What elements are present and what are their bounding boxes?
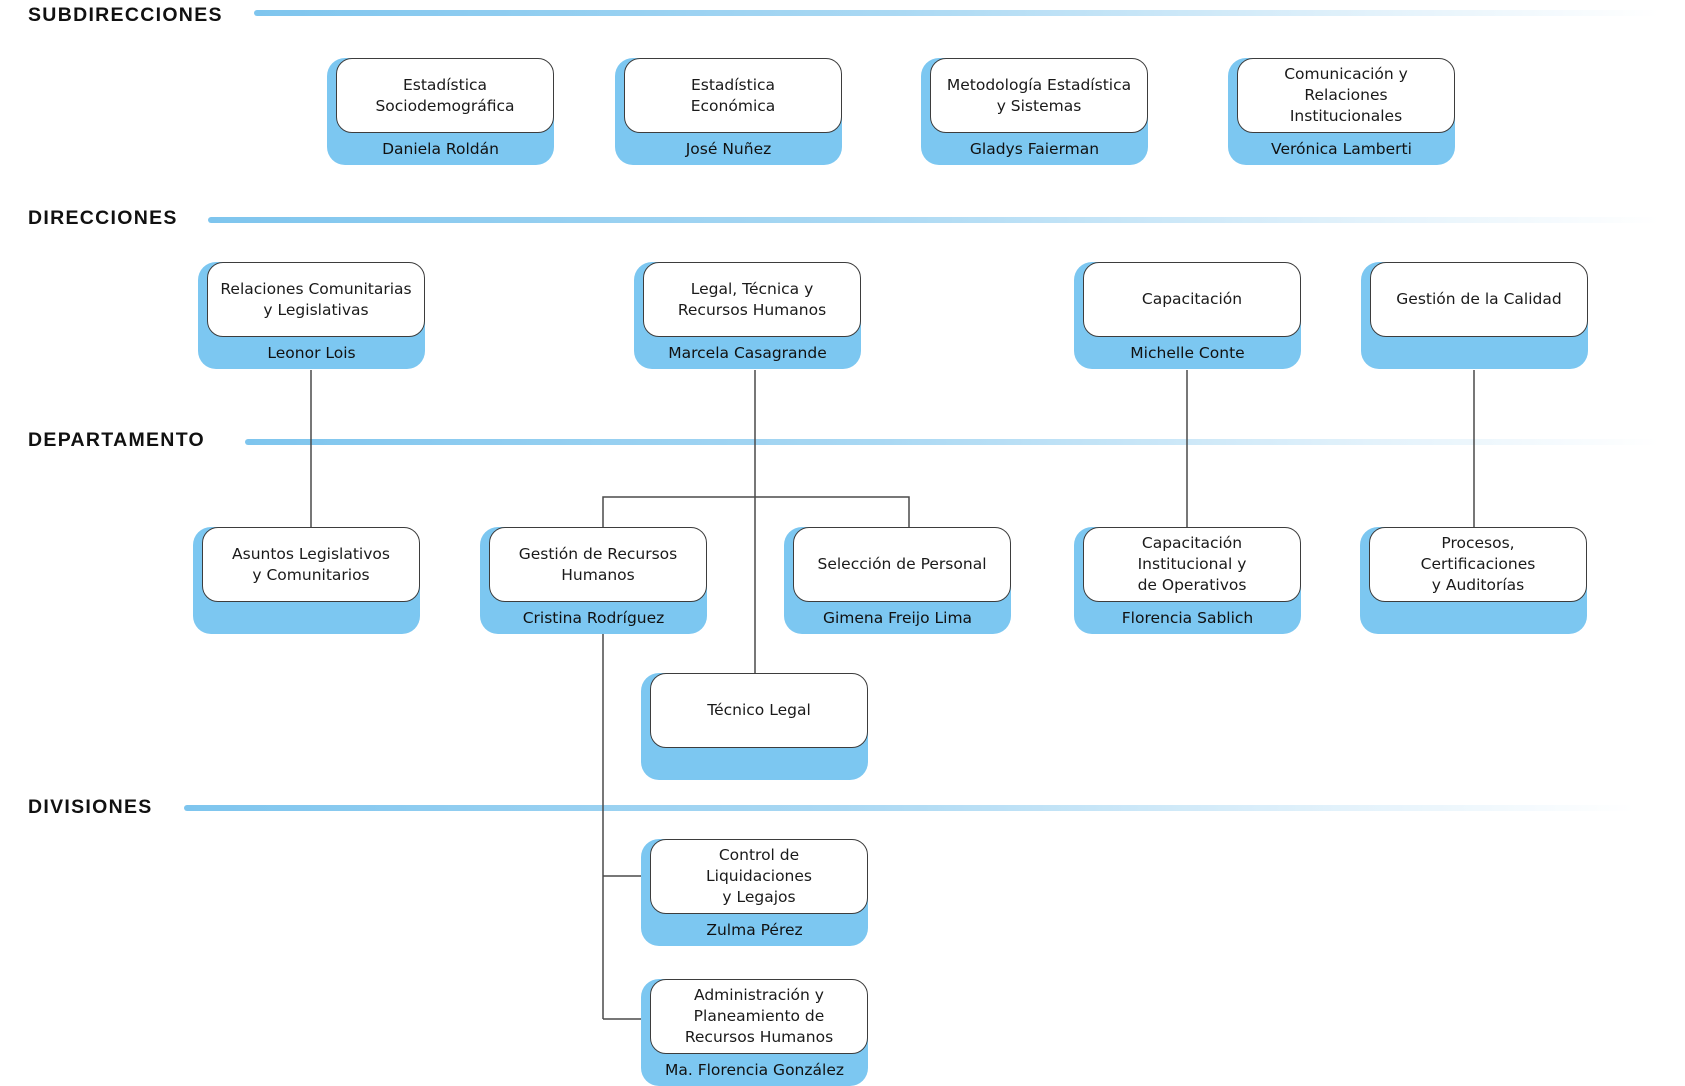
node-person: [641, 752, 868, 776]
node-person: Ma. Florencia González: [664, 1061, 844, 1079]
org-node-dep-tecnico: Técnico Legal: [641, 673, 868, 780]
node-person: Zulma Pérez: [706, 921, 803, 939]
node-title: Control de Liquidaciones y Legajos: [650, 839, 868, 914]
org-node-dep-asuntos: Asuntos Legislativos y Comunitarios: [193, 527, 420, 634]
node-title: Administración y Planeamiento de Recurso…: [650, 979, 868, 1054]
org-node-sub-economica: Estadística Económica José Nuñez: [615, 58, 842, 165]
node-person: José Nuñez: [685, 140, 772, 158]
org-node-dep-capinst: Capacitación Institucional y de Operativ…: [1074, 527, 1301, 634]
org-node-dir-calidad: Gestión de la Calidad: [1361, 262, 1588, 369]
node-title: Selección de Personal: [793, 527, 1011, 602]
node-title: Comunicación y Relaciones Institucionale…: [1237, 58, 1455, 133]
node-title: Legal, Técnica y Recursos Humanos: [643, 262, 861, 337]
node-title: Capacitación Institucional y de Operativ…: [1083, 527, 1301, 602]
org-node-dep-seleccion: Selección de Personal Gimena Freijo Lima: [784, 527, 1011, 634]
org-node-dep-rrhh: Gestión de Recursos Humanos Cristina Rod…: [480, 527, 707, 634]
node-person: [1361, 341, 1588, 365]
node-person: Leonor Lois: [267, 344, 356, 362]
org-node-dir-relaciones: Relaciones Comunitarias y Legislativas L…: [198, 262, 425, 369]
node-title: Gestión de Recursos Humanos: [489, 527, 707, 602]
node-title: Metodología Estadística y Sistemas: [930, 58, 1148, 133]
node-title: Capacitación: [1083, 262, 1301, 337]
node-person: [1360, 606, 1587, 630]
node-title: Estadística Sociodemográfica: [336, 58, 554, 133]
node-title: Estadística Económica: [624, 58, 842, 133]
section-label-subdirecciones: SUBDIRECCIONES: [28, 4, 223, 26]
org-node-dep-procesos: Procesos, Certificaciones y Auditorías: [1360, 527, 1587, 634]
section-divider-subdirecciones: [254, 10, 1659, 16]
node-person: Daniela Roldán: [382, 140, 499, 158]
connector-legal-branch: [602, 496, 910, 527]
section-label-departamento: DEPARTAMENTO: [28, 429, 206, 451]
section-label-direcciones: DIRECCIONES: [28, 207, 178, 229]
org-node-sub-metodologia: Metodología Estadística y Sistemas Glady…: [921, 58, 1148, 165]
section-divider-departamento: [245, 439, 1659, 445]
section-divider-divisiones: [184, 805, 1634, 811]
org-node-sub-sociodemografica: Estadística Sociodemográfica Daniela Rol…: [327, 58, 554, 165]
node-person: [193, 606, 420, 630]
node-title: Asuntos Legislativos y Comunitarios: [202, 527, 420, 602]
node-title: Gestión de la Calidad: [1370, 262, 1588, 337]
org-node-sub-comunicacion: Comunicación y Relaciones Institucionale…: [1228, 58, 1455, 165]
org-node-div-control: Control de Liquidaciones y Legajos Zulma…: [641, 839, 868, 946]
node-person: Gladys Faierman: [969, 140, 1100, 158]
node-person: Marcela Casagrande: [668, 344, 827, 362]
node-title: Técnico Legal: [650, 673, 868, 748]
section-divider-direcciones: [208, 217, 1659, 223]
node-person: Florencia Sablich: [1121, 609, 1254, 627]
org-node-dir-legal: Legal, Técnica y Recursos Humanos Marcel…: [634, 262, 861, 369]
node-person: Gimena Freijo Lima: [822, 609, 973, 627]
org-node-dir-capacitacion: Capacitación Michelle Conte: [1074, 262, 1301, 369]
section-label-divisiones: DIVISIONES: [28, 796, 153, 818]
org-node-div-admin: Administración y Planeamiento de Recurso…: [641, 979, 868, 1086]
node-title: Relaciones Comunitarias y Legislativas: [207, 262, 425, 337]
node-person: Verónica Lamberti: [1271, 140, 1412, 158]
node-person: Cristina Rodríguez: [522, 609, 665, 627]
node-person: Michelle Conte: [1130, 344, 1245, 362]
node-title: Procesos, Certificaciones y Auditorías: [1369, 527, 1587, 602]
